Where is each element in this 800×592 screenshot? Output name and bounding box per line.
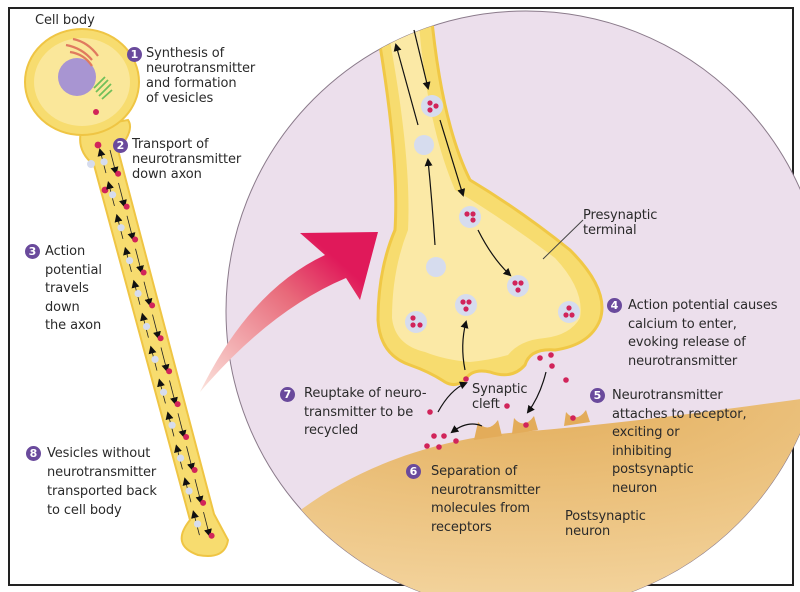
receptor — [474, 420, 502, 440]
vesicles-terminal — [405, 95, 580, 333]
step-badge-8: 8 — [26, 446, 41, 461]
axon-vesicle-filled — [183, 434, 190, 441]
presynaptic-leader-line — [542, 219, 584, 260]
arrow-down — [439, 119, 466, 197]
axon-vesicle-filled — [208, 532, 215, 539]
neurotransmitter-molecules — [424, 352, 576, 450]
axon-vesicle-empty — [100, 158, 108, 166]
vesicle-empty — [414, 135, 434, 155]
step-badge-5: 5 — [590, 388, 605, 403]
vesicle-filled — [459, 206, 481, 228]
arrow-reuptake — [437, 381, 468, 413]
axon-vesicle-filled — [149, 302, 156, 309]
axon-vesicle-filled — [157, 335, 164, 342]
axon-vesicle-empty — [117, 224, 125, 232]
axon-arrow-down — [135, 248, 144, 274]
golgi-apparatus — [65, 37, 99, 67]
nucleus — [58, 58, 96, 96]
step-badge-3: 3 — [25, 244, 40, 259]
vesicle-filled — [455, 294, 477, 316]
axon-vesicle-empty — [176, 454, 185, 462]
step-badge-1: 1 — [127, 47, 142, 62]
magnified-synapse-circle — [225, 10, 800, 592]
endoplasmic-reticulum — [93, 76, 113, 100]
axon-arrow-down — [109, 149, 119, 175]
axon-vesicle-empty — [151, 355, 159, 363]
axon-vesicle-empty — [159, 388, 168, 396]
axon-vesicle-filled — [123, 203, 130, 210]
arrow-up — [393, 43, 419, 126]
vesicle-filled — [507, 275, 529, 297]
transport-arrows-terminal — [393, 29, 547, 434]
step-badge-7: 7 — [280, 387, 295, 402]
vesicle-empty — [426, 257, 446, 277]
axon-vesicle-filled — [174, 401, 181, 408]
axon-vesicle-empty — [108, 191, 117, 199]
axon-arrow-down — [143, 281, 153, 307]
axon-arrow-down — [169, 380, 178, 406]
arrow-up — [424, 158, 436, 246]
axon-vesicle-filled — [115, 170, 122, 177]
axon-vesicle-filled — [200, 499, 207, 506]
vesicle-filled — [405, 311, 427, 333]
axon-vesicle-empty — [168, 421, 176, 429]
postsynaptic-neuron-shape — [226, 395, 800, 592]
cell-body-label: Cell body — [35, 13, 95, 28]
magnify-arrow-icon — [200, 232, 378, 392]
arrow-down — [413, 29, 431, 90]
axon-vesicle-empty — [142, 322, 151, 331]
axon-vesicle-filled — [132, 236, 139, 243]
arrow-up — [460, 320, 469, 371]
axon-vesicles — [87, 109, 109, 194]
axon-vesicle-filled — [140, 269, 147, 276]
axon-vesicle-filled — [166, 368, 173, 375]
axon-vesicle-empty — [193, 520, 202, 528]
arrow-curve — [477, 229, 512, 277]
axon-arrow-down — [186, 446, 195, 472]
axon-arrow-down — [177, 413, 187, 439]
vesicle-filled — [421, 95, 443, 117]
axon-transport — [97, 148, 215, 539]
step-badge-6: 6 — [406, 464, 421, 479]
axon-vesicle-empty — [134, 289, 142, 298]
arrow-release — [526, 371, 547, 414]
vesicle-filled — [558, 301, 580, 323]
arrow-separation — [450, 423, 483, 434]
axon-arrow-down — [194, 479, 204, 505]
step-badge-4: 4 — [607, 298, 622, 313]
axon-vesicle-empty — [125, 257, 134, 265]
axon-arrow-down — [118, 182, 127, 208]
axon-arrow-down — [126, 215, 136, 241]
step-badge-2: 2 — [113, 138, 128, 153]
axon-arrow-down — [152, 314, 161, 340]
axon-arrow-down — [203, 511, 212, 538]
axon-vesicle-filled — [191, 466, 198, 473]
axon-arrow-down — [160, 347, 170, 373]
receptor — [564, 410, 590, 426]
axon-vesicle-empty — [185, 487, 193, 495]
